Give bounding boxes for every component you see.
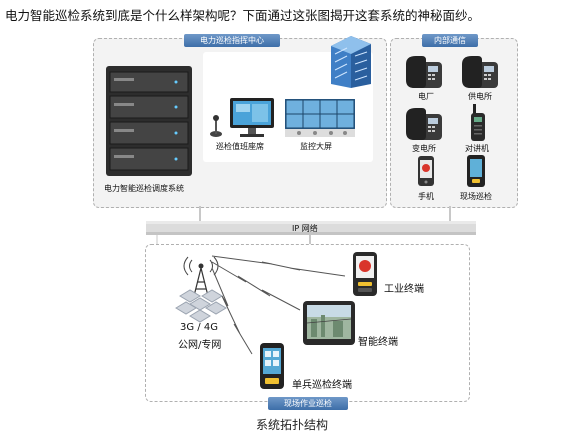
monitor-screen-label: 监控大屏 (300, 142, 332, 151)
rugged-phone-icon (467, 155, 485, 187)
desk-phone-icon (406, 108, 442, 140)
monitor-wall-icon (285, 99, 355, 137)
desk-phone-icon (406, 56, 442, 88)
duty-seat-label: 巡检值班座席 (216, 142, 264, 151)
diagram-caption: 系统拓扑结构 (256, 418, 329, 432)
soldier-terminal-label: 单兵巡检终端 (292, 380, 352, 391)
field-title: 现场作业巡检 (268, 397, 348, 410)
building-icon (331, 36, 371, 88)
network-label-line2: 公网/专网 (178, 340, 222, 351)
cell-tower-icon (175, 256, 227, 323)
device-label-4: 手机 (418, 192, 434, 201)
ip-network-bar (146, 221, 476, 235)
desk-phone-icon (462, 56, 498, 88)
mobile-phone-icon (418, 156, 434, 186)
network-label-line1: 3G / 4G (180, 322, 218, 333)
soldier-terminal-icon (260, 343, 284, 389)
dispatch-system-label: 电力智能巡检调度系统 (104, 184, 184, 193)
device-label-1: 供电所 (468, 92, 492, 101)
walkie-talkie-icon (471, 104, 485, 141)
industrial-terminal-label: 工业终端 (384, 284, 424, 295)
smart-terminal-icon (303, 301, 355, 345)
command-center-title: 电力巡检指挥中心 (184, 34, 280, 47)
workstation-icon (210, 98, 274, 137)
server-rack-icon (106, 66, 192, 176)
intro-text: 电力智能巡检系统到底是个什么样架构呢？下面通过这张图揭开这套系统的神秘面纱。 (5, 8, 481, 23)
internal-comm-title: 内部通信 (422, 34, 478, 47)
device-label-0: 电厂 (418, 92, 434, 101)
smart-terminal-label: 智能终端 (358, 337, 398, 348)
device-label-5: 现场巡检 (460, 192, 492, 201)
device-label-3: 对讲机 (465, 144, 489, 153)
ip-network-label: IP 网络 (292, 224, 318, 233)
device-label-2: 变电所 (412, 144, 436, 153)
industrial-terminal-icon (353, 252, 377, 296)
